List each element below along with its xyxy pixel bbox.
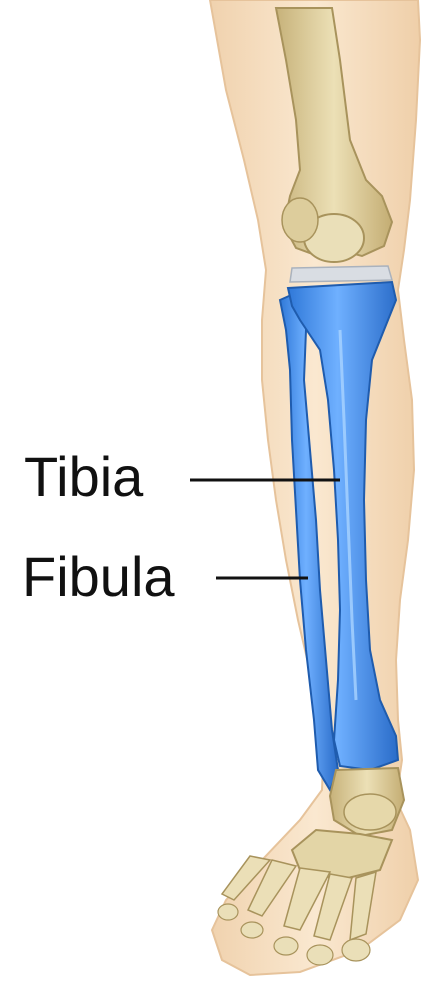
fibula-label: Fibula [22,545,175,608]
knee-cartilage [290,266,392,282]
tibia-label: Tibia [24,445,144,508]
